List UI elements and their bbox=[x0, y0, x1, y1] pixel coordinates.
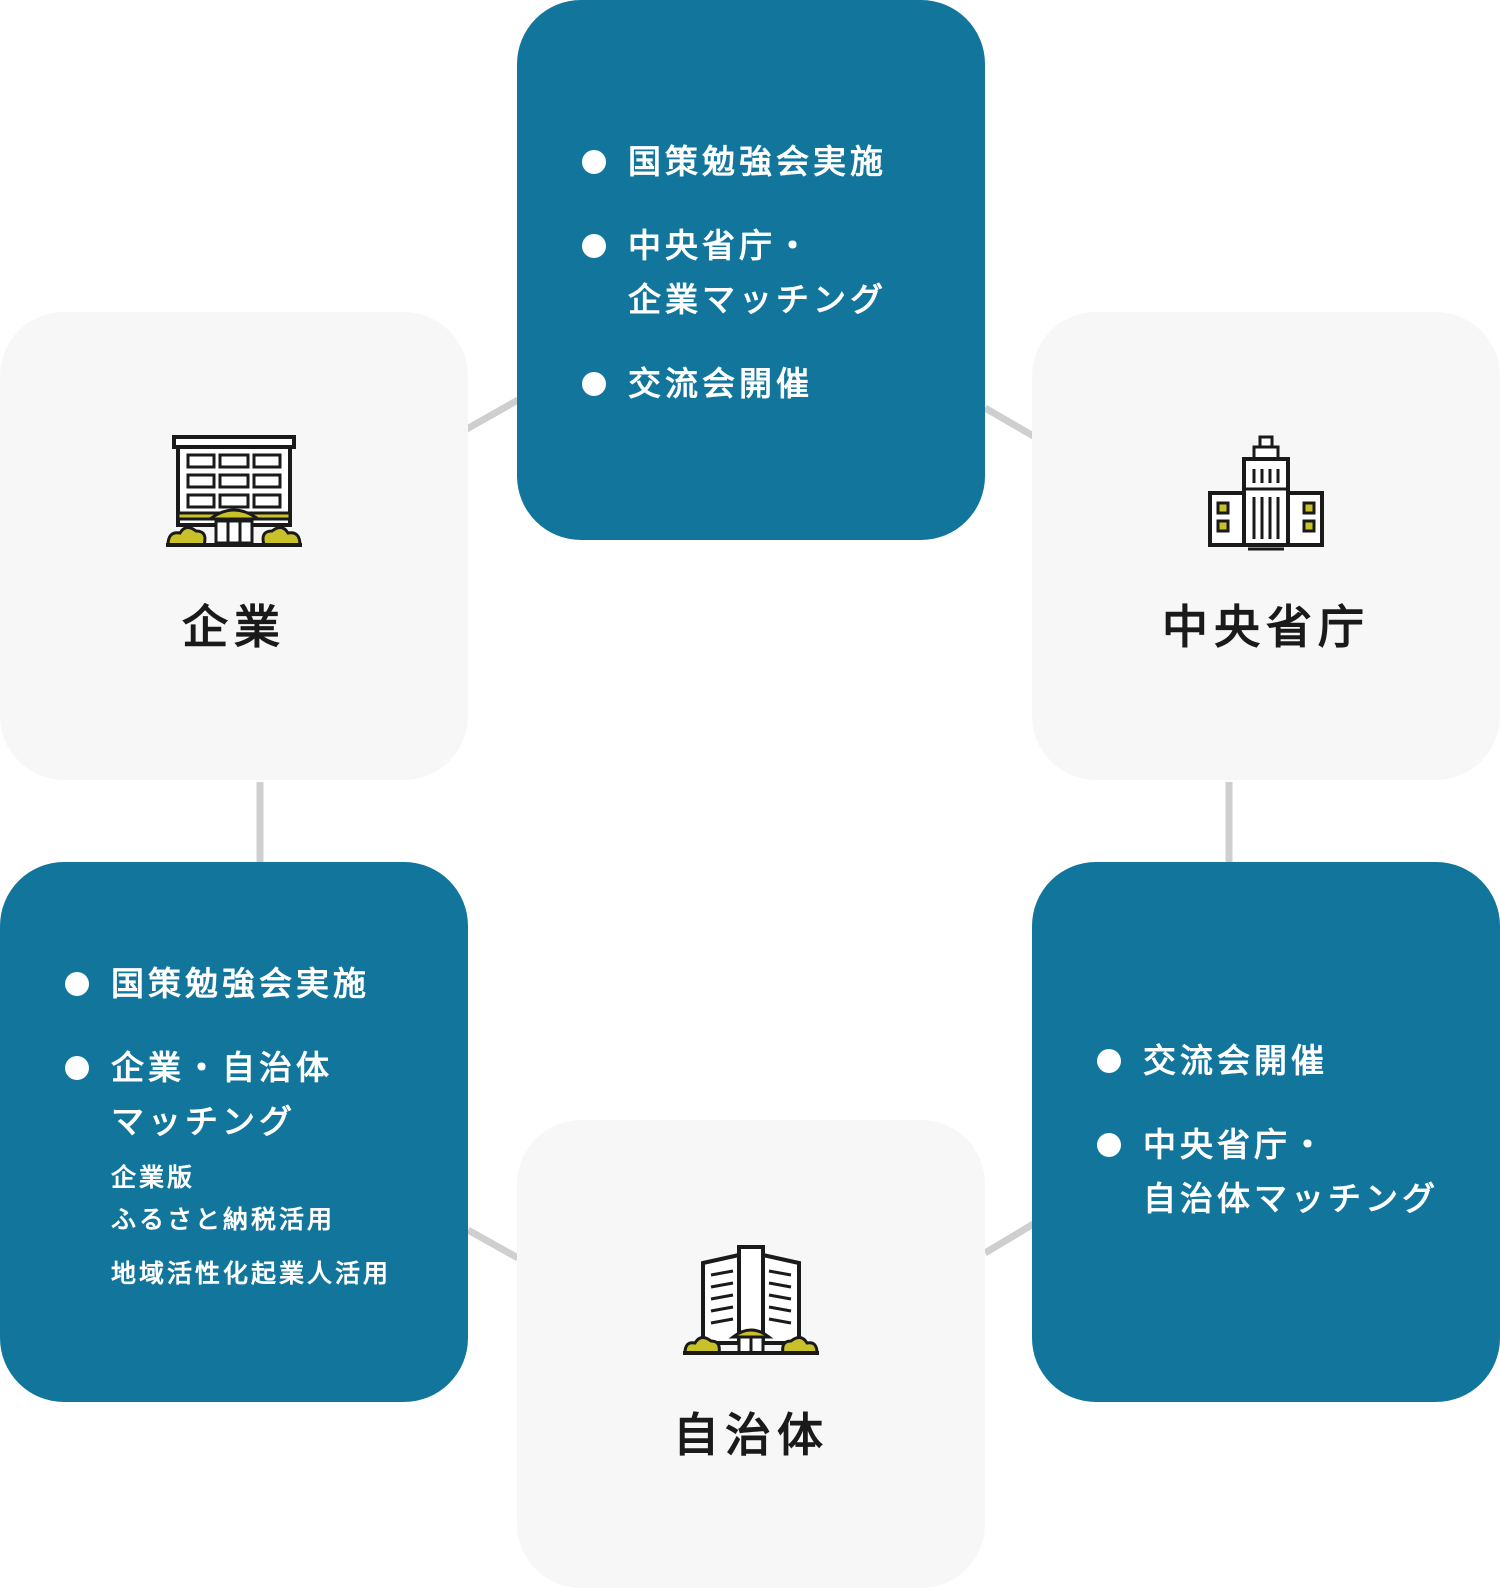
connector-left-municipality bbox=[466, 1226, 520, 1262]
entity-box-municipality: 自治体 bbox=[517, 1120, 985, 1588]
city-hall-icon bbox=[683, 1245, 819, 1355]
activity-item: 中央省庁・ 企業マッチング bbox=[582, 219, 887, 327]
activity-box-left: 国策勉強会実施 企業・自治体 マッチング 企業版 ふるさと納税活用 地域活性化起… bbox=[0, 862, 468, 1402]
connector-top-ministry bbox=[983, 404, 1037, 441]
activity-list-left: 国策勉強会実施 企業・自治体 マッチング 企業版 ふるさと納税活用 地域活性化起… bbox=[65, 957, 391, 1325]
company-building-icon bbox=[166, 435, 302, 547]
activity-box-right: 交流会開催 中央省庁・ 自治体マッチング bbox=[1032, 862, 1500, 1402]
activity-sub-item: 企業版 ふるさと納税活用 bbox=[111, 1163, 336, 1234]
activity-item: 国策勉強会実施 bbox=[65, 957, 391, 1011]
activity-list-top: 国策勉強会実施 中央省庁・ 企業マッチング 交流会開催 bbox=[582, 135, 887, 441]
connector-company-top bbox=[463, 396, 520, 434]
activity-item: 中央省庁・ 自治体マッチング bbox=[1097, 1118, 1439, 1226]
entity-box-ministry: 中央省庁 bbox=[1032, 312, 1500, 780]
government-building-icon bbox=[1208, 435, 1324, 551]
activity-item: 企業・自治体 マッチング 企業版 ふるさと納税活用 地域活性化起業人活用 bbox=[65, 1041, 391, 1295]
activity-box-top: 国策勉強会実施 中央省庁・ 企業マッチング 交流会開催 bbox=[517, 0, 985, 540]
entity-box-company: 企業 bbox=[0, 312, 468, 780]
activity-item: 交流会開催 bbox=[582, 357, 887, 411]
activity-sub-item: 地域活性化起業人活用 bbox=[111, 1259, 392, 1288]
connector-municipality-right bbox=[983, 1219, 1037, 1257]
activity-item: 交流会開催 bbox=[1097, 1034, 1439, 1088]
entity-label: 企業 bbox=[182, 600, 286, 654]
entity-label: 中央省庁 bbox=[1162, 600, 1370, 654]
entity-label: 自治体 bbox=[673, 1408, 829, 1462]
activity-item: 国策勉強会実施 bbox=[582, 135, 887, 189]
activity-list-right: 交流会開催 中央省庁・ 自治体マッチング bbox=[1097, 1034, 1439, 1256]
